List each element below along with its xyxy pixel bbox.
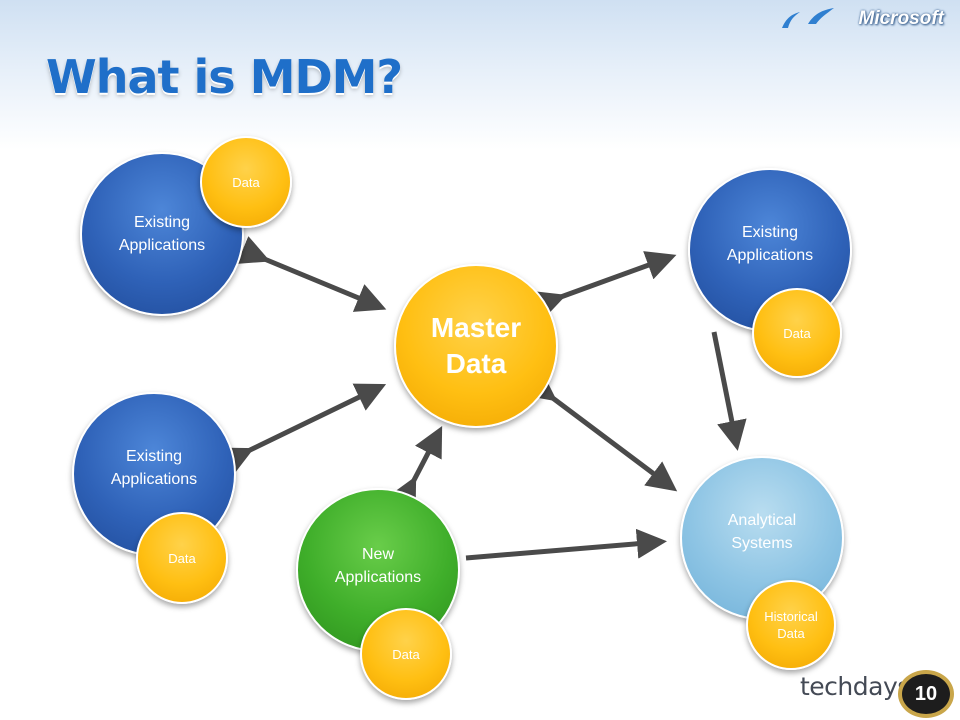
techdays-badge: 10 xyxy=(898,670,954,718)
techdays-logo: techdays xyxy=(800,672,910,701)
data-badge-mid-left: Data xyxy=(136,512,228,604)
arrow-topleft-master xyxy=(236,236,387,312)
analytical-systems-label: Analytical Systems xyxy=(727,512,797,552)
data-badge-label: Data xyxy=(783,325,811,341)
data-badge-top-left: Data xyxy=(200,136,292,228)
arrow-midleft-master xyxy=(220,383,387,475)
existing-applications-label: Existing Applications xyxy=(726,224,814,264)
historical-data-badge: Historical Data xyxy=(746,580,836,670)
historical-data-label: Historical Data xyxy=(764,609,818,641)
header-band xyxy=(0,0,960,150)
arrow-new-analytical xyxy=(465,528,667,561)
existing-applications-label: Existing Applications xyxy=(118,214,206,254)
data-badge-label: Data xyxy=(392,646,420,662)
existing-applications-top-left: Existing Applications xyxy=(80,152,244,316)
master-data-label: Master Data xyxy=(430,312,522,379)
microsoft-logo: Microsoft xyxy=(858,8,945,29)
arrow-master-right xyxy=(533,251,677,320)
new-applications-label: New Applications xyxy=(334,546,422,586)
slide-title: What is MDM? xyxy=(46,50,403,104)
data-badge-new-applications: Data xyxy=(360,608,452,700)
arrow-new-master xyxy=(389,426,443,510)
arrow-master-analytical xyxy=(524,371,678,492)
data-badge-label: Data xyxy=(232,174,260,190)
master-data-circle: Master Data xyxy=(394,264,558,428)
data-badge-label: Data xyxy=(168,550,196,566)
microsoft-birds-icon xyxy=(782,8,834,28)
arrow-right-analytical xyxy=(711,331,747,451)
data-badge-right: Data xyxy=(752,288,842,378)
existing-applications-label: Existing Applications xyxy=(110,448,198,488)
